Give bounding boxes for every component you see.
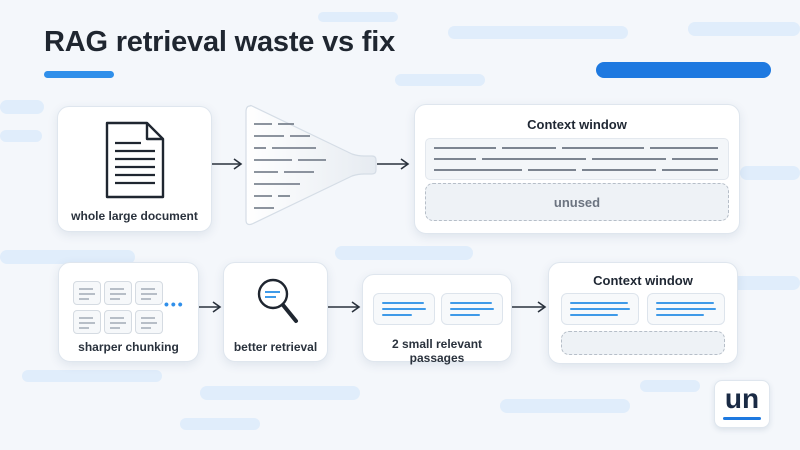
free-space-box — [561, 331, 725, 355]
arrow-icon — [328, 301, 361, 313]
chunk-block — [104, 281, 132, 305]
background-bar — [335, 246, 473, 260]
unused-space-box: unused — [425, 183, 729, 221]
background-bar — [740, 166, 800, 180]
background-bar — [0, 130, 42, 142]
context-window-title: Context window — [593, 273, 693, 288]
logo-underline — [723, 417, 761, 420]
arrow-icon — [512, 301, 547, 313]
document-label: whole large document — [71, 209, 198, 223]
context-window-card: Context window unused — [414, 104, 740, 234]
arrow-icon — [199, 301, 222, 313]
context-passage — [561, 293, 639, 325]
arrow-icon — [377, 158, 410, 170]
filled-context-lines — [425, 138, 729, 180]
relevant-passage — [441, 293, 503, 325]
background-bar — [200, 386, 360, 400]
background-bar — [448, 26, 628, 39]
arrow-icon — [212, 158, 243, 170]
passages-label: 2 small relevant passages — [391, 337, 483, 365]
ellipsis-icon: ••• — [164, 296, 185, 312]
chunk-block — [104, 310, 132, 334]
background-bar — [500, 399, 630, 413]
chunk-grid-icon — [73, 281, 163, 334]
relevant-passage — [373, 293, 435, 325]
context-window-card-fixed: Context window — [548, 262, 738, 364]
background-bar — [395, 74, 485, 86]
background-bar — [0, 100, 44, 114]
passages-card: 2 small relevant passages — [362, 274, 512, 365]
page-title: RAG retrieval waste vs fix — [44, 26, 396, 58]
chunk-block — [135, 281, 163, 305]
retrieval-label: better retrieval — [233, 340, 318, 354]
brand-logo: un — [714, 380, 770, 428]
chunk-block — [135, 310, 163, 334]
chunking-label: sharper chunking — [78, 340, 179, 354]
document-icon — [105, 121, 165, 199]
chunking-card: ••• sharper chunking — [58, 262, 199, 362]
background-bar — [730, 276, 800, 290]
chunk-block — [73, 310, 101, 334]
background-bar — [318, 12, 398, 22]
title-underline — [44, 71, 114, 78]
accent-bar — [596, 62, 771, 78]
funnel-icon — [245, 104, 377, 226]
background-bar — [688, 22, 800, 36]
chunk-block — [73, 281, 101, 305]
background-bar — [640, 380, 700, 392]
background-bar — [0, 250, 135, 264]
magnifier-icon — [257, 278, 298, 323]
context-window-title: Context window — [527, 117, 627, 132]
background-bar — [180, 418, 260, 430]
document-card: whole large document — [57, 106, 212, 232]
unused-label: unused — [553, 195, 601, 210]
retrieval-card: better retrieval — [223, 262, 328, 362]
logo-text: un — [724, 383, 760, 414]
background-bar — [22, 370, 162, 382]
context-passage — [647, 293, 725, 325]
